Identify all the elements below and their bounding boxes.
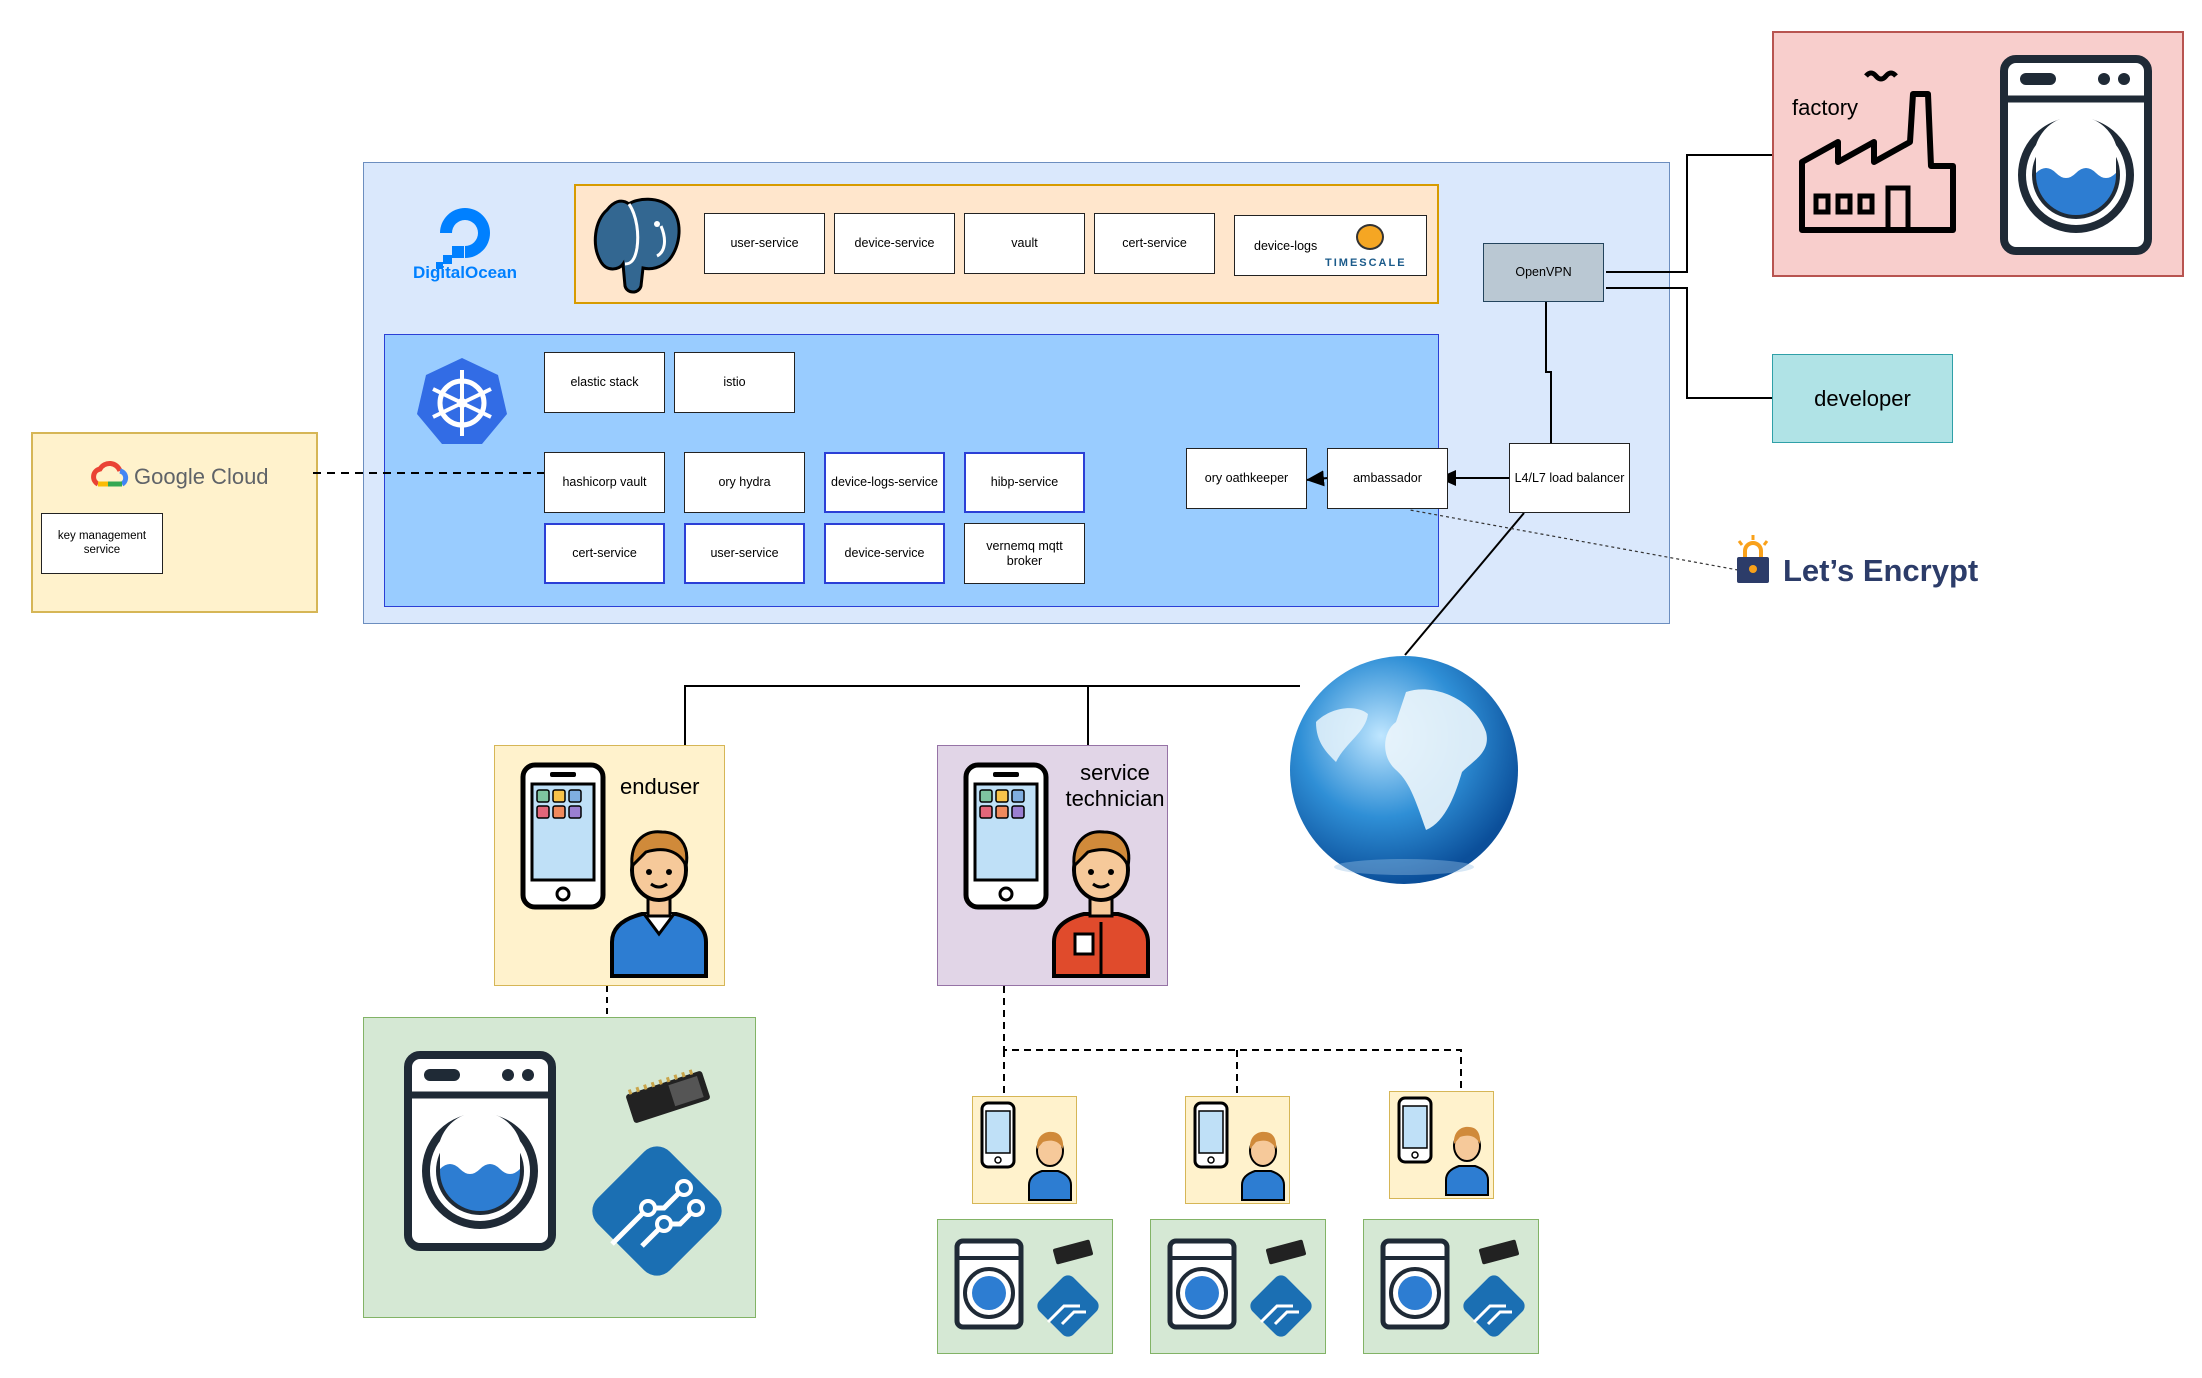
k8s-hibp-service[interactable]: hibp-service (964, 452, 1085, 513)
device-logs-label: device-logs (1254, 239, 1318, 253)
small-phone-icon-1 (980, 1101, 1016, 1169)
small-washing-machine-icon-1 (954, 1238, 1024, 1330)
timescale-text: TIMESCALE (1325, 257, 1407, 269)
k8s-ory-hydra[interactable]: ory hydra (684, 452, 805, 513)
digitalocean-logo-text: DigitalOcean (413, 263, 517, 282)
technician-phone-icon (963, 762, 1049, 910)
small-esp32-icon-3 (1476, 1238, 1522, 1266)
factory-washing-machine-icon (2000, 55, 2152, 255)
digitalocean-logo: DigitalOcean (400, 198, 530, 288)
kubernetes-icon (416, 356, 508, 446)
small-esp32-icon-2 (1263, 1238, 1309, 1266)
ambassador-letsencrypt-line (1407, 504, 1739, 571)
enduser-label: enduser (620, 774, 700, 799)
load-balancer[interactable]: L4/L7 load balancer (1509, 443, 1630, 513)
db-vault[interactable]: vault (964, 213, 1085, 274)
k8s-hashicorp-vault[interactable]: hashicorp vault (544, 452, 665, 513)
k8s-ambassador[interactable]: ambassador (1327, 448, 1448, 509)
timescale-tiger-icon (1356, 224, 1384, 250)
vpn-factory-line (1606, 154, 1772, 273)
key-management-service[interactable]: key management service (41, 513, 163, 574)
letsencrypt-lock-icon (1737, 535, 1769, 583)
db-cert-service[interactable]: cert-service (1094, 213, 1215, 274)
google-cloud-icon (91, 461, 129, 487)
enduser-iot-core-icon (584, 1138, 730, 1284)
k8s-cert-service[interactable]: cert-service (544, 523, 665, 584)
google-cloud-logo: Google Cloud (90, 460, 300, 500)
small-iot-icon-3 (1460, 1272, 1528, 1340)
small-washing-machine-icon-3 (1380, 1238, 1450, 1330)
vpn-lb-line (1545, 302, 1552, 444)
developer-label: developer (1814, 385, 1911, 411)
internet-globe-icon (1286, 652, 1522, 888)
small-phone-icon-3 (1397, 1096, 1433, 1164)
technician-label: service technician (1060, 760, 1170, 812)
letsencrypt-logo: Let’s Encrypt (1735, 535, 2005, 595)
small-washing-machine-icon-2 (1167, 1238, 1237, 1330)
enduser-esp32-board-icon (622, 1066, 714, 1128)
openvpn[interactable]: OpenVPN (1483, 243, 1604, 302)
technician-users-line (1003, 986, 1462, 1096)
small-esp32-icon-1 (1050, 1238, 1096, 1266)
db-device-logs[interactable]: device-logs TIMESCALE (1234, 215, 1427, 276)
factory-icon (1798, 70, 1958, 235)
db-user-service[interactable]: user-service (704, 213, 825, 274)
small-person-icon-2 (1239, 1127, 1287, 1201)
postgresql-icon (585, 190, 689, 298)
k8s-device-logs-service[interactable]: device-logs-service (824, 452, 945, 513)
digitalocean-logo-icon (436, 208, 490, 269)
k8s-vernemq-mqtt-broker[interactable]: vernemq mqtt broker (964, 523, 1085, 584)
factory-label: factory (1792, 95, 1859, 120)
letsencrypt-text: Let’s Encrypt (1783, 553, 1979, 588)
vpn-developer-line (1606, 287, 1772, 399)
globe-users-line (684, 685, 1300, 745)
small-iot-icon-2 (1247, 1272, 1315, 1340)
k8s-user-service[interactable]: user-service (684, 523, 805, 584)
small-person-icon-1 (1026, 1127, 1074, 1201)
small-iot-icon-1 (1034, 1272, 1102, 1340)
small-person-icon-3 (1443, 1122, 1491, 1196)
db-device-service[interactable]: device-service (834, 213, 955, 274)
technician-person-icon (1048, 822, 1154, 978)
developer-box[interactable]: developer (1772, 354, 1953, 443)
k8s-elastic-stack[interactable]: elastic stack (544, 352, 665, 413)
k8s-ory-oathkeeper[interactable]: ory oathkeeper (1186, 448, 1307, 509)
k8s-device-service[interactable]: device-service (824, 523, 945, 584)
lb-globe-line (1404, 512, 1525, 656)
enduser-person-icon (606, 822, 712, 978)
enduser-phone-icon (520, 762, 606, 910)
technician-label-text: service technician (1065, 760, 1165, 811)
small-phone-icon-2 (1193, 1101, 1229, 1169)
ambassador-oathkeeper-arrow (1305, 470, 1329, 487)
google-cloud-text: Google Cloud (134, 464, 269, 489)
k8s-istio[interactable]: istio (674, 352, 795, 413)
enduser-washing-machine-icon (404, 1051, 556, 1251)
